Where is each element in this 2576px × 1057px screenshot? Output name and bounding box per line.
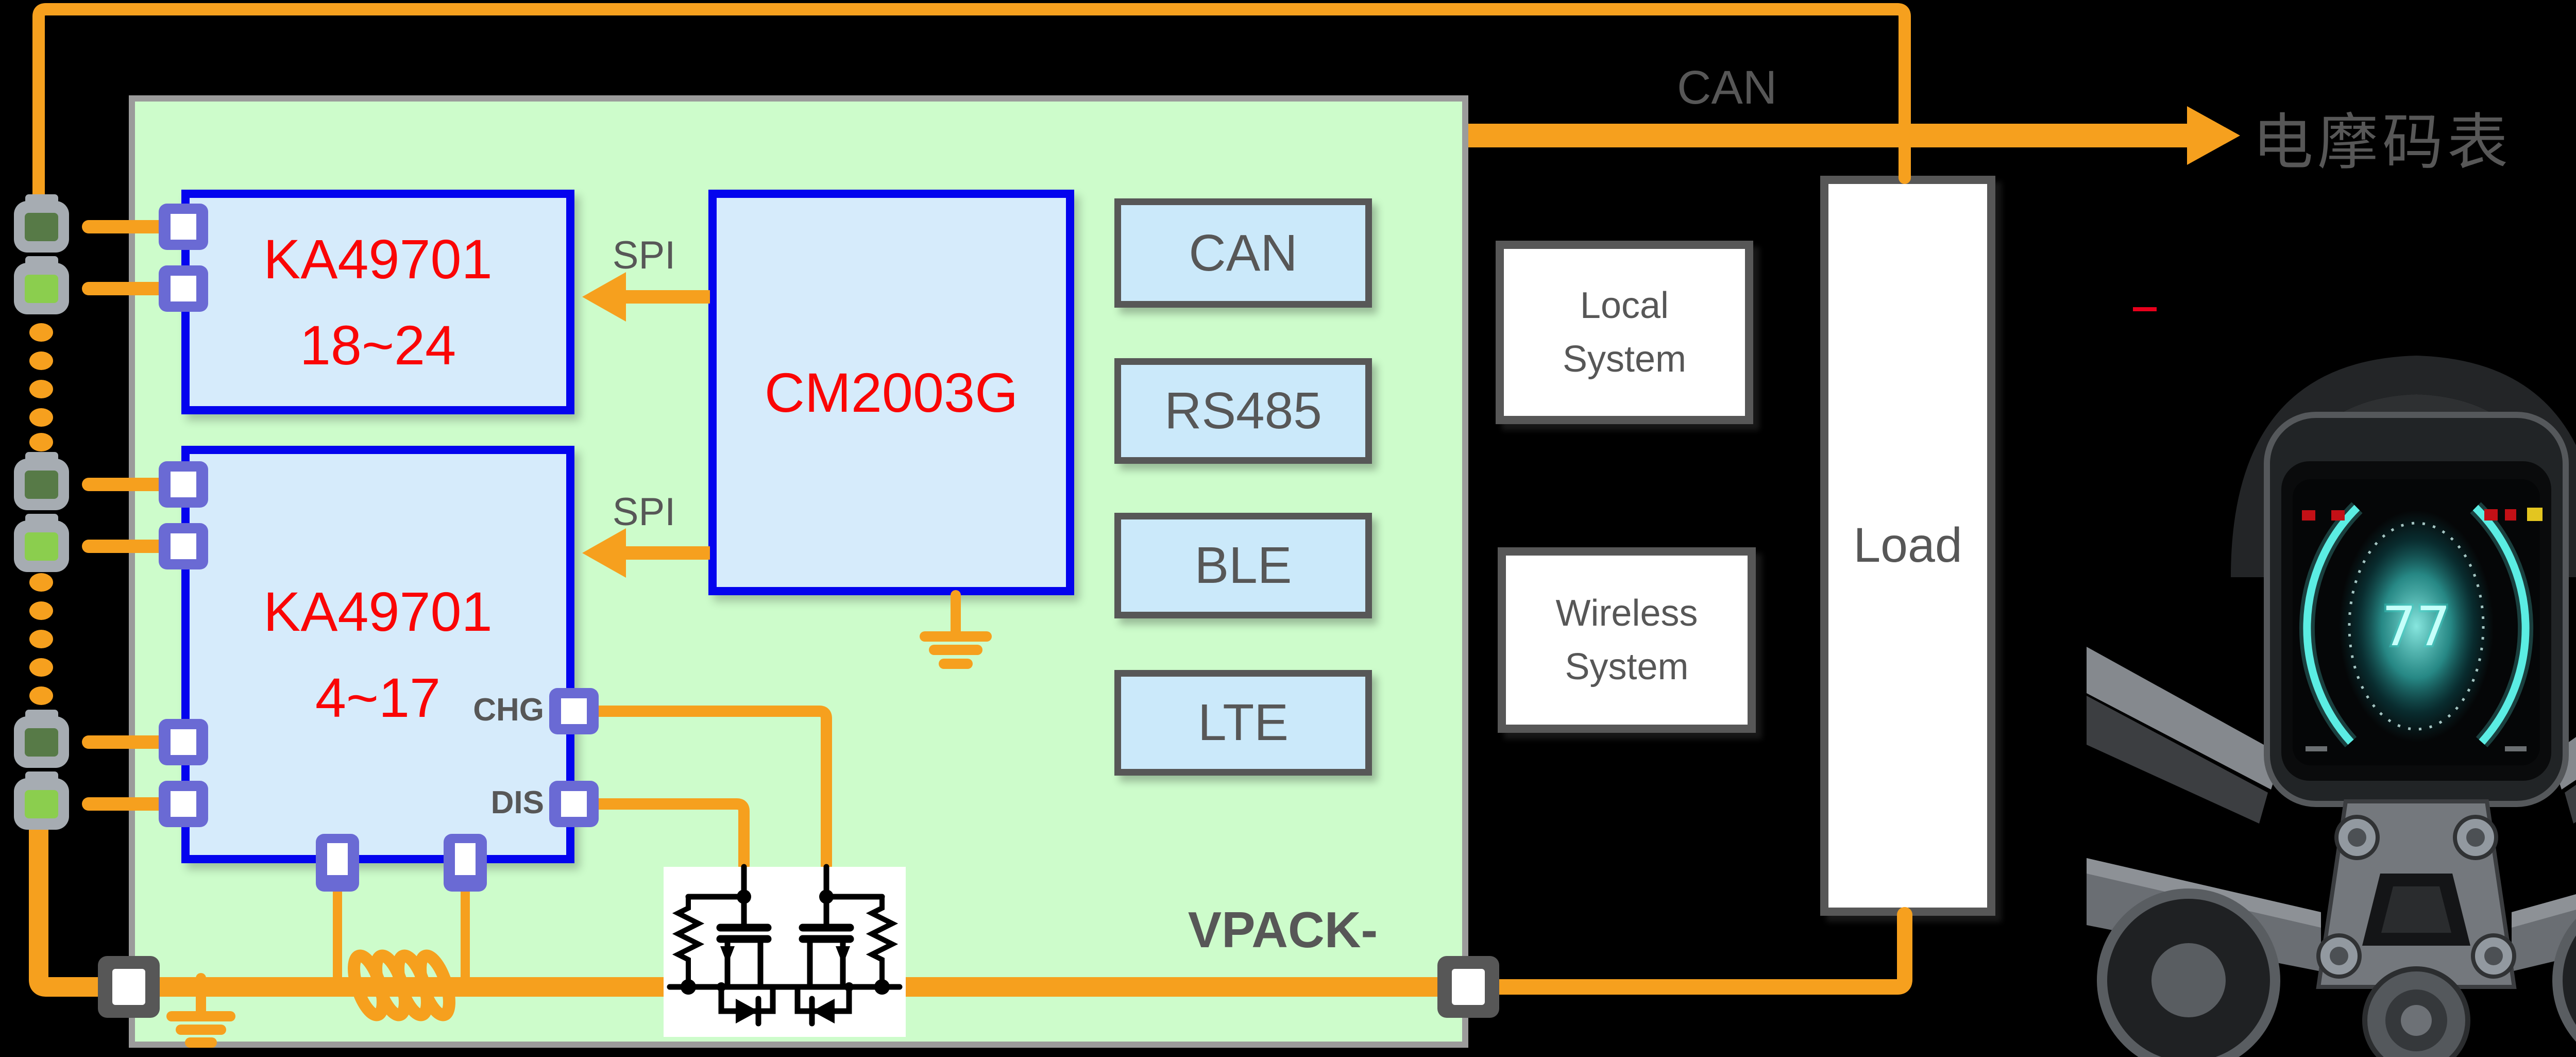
speed-value: 77 <box>2382 595 2451 658</box>
battery-cell-4 <box>14 514 69 572</box>
spi-arrowhead-top-icon <box>582 272 626 322</box>
spi-arrowhead-bottom-icon <box>582 528 626 578</box>
mcu-chip: CM2003G <box>708 190 1074 595</box>
load-label: Load <box>1853 518 1962 573</box>
load-box: Load <box>1820 176 1995 916</box>
local-system-label: Local System <box>1562 284 1687 380</box>
speed-gauge <box>2339 510 2494 742</box>
afe-chip-bottom-name: KA49701 <box>263 580 493 643</box>
pack-negative-bus <box>29 815 1478 997</box>
wireless-system-box: Wireless System <box>1498 547 1756 733</box>
vpack-node-label: VPACK- <box>1188 901 1378 958</box>
interface-box-ble: BLE <box>1114 513 1372 618</box>
cell-sense-wires <box>82 220 178 811</box>
wireless-system-label: Wireless System <box>1555 592 1698 687</box>
can-arrowhead-icon <box>2187 106 2240 165</box>
load-return-wire <box>1461 907 1912 995</box>
svg-text:77: 77 <box>2382 595 2451 658</box>
can-bus-arrow <box>1468 106 2240 165</box>
board-edge-terminals <box>98 956 1499 1018</box>
cell-stack-ellipsis-dots <box>29 323 53 705</box>
afe-chip-bottom: KA49701 4~17 <box>181 446 574 863</box>
mcu-chip-name: CM2003G <box>764 361 1019 424</box>
chip-pins <box>159 204 599 892</box>
dis-gate-wire <box>592 798 750 871</box>
battery-cell-1 <box>14 194 69 253</box>
battery-cell-2 <box>14 256 69 314</box>
battery-cell-stack <box>14 194 69 830</box>
battery-cell-3 <box>14 452 69 510</box>
mosfet-switch-block <box>664 864 906 1037</box>
motorcycle-dashboard-illustration: 77 77 <box>2087 307 2576 1057</box>
can-bus-label: CAN <box>1677 61 1777 114</box>
bus-ground-icon <box>166 973 235 1048</box>
local-system-box: Local System <box>1496 241 1753 424</box>
afe-bottom-pin-wires <box>333 884 470 983</box>
interface-label-rs485: RS485 <box>1164 382 1322 440</box>
inductor-coil-icon <box>348 949 455 1021</box>
stem-bolts <box>2316 815 2516 979</box>
spi-label-top: SPI <box>612 233 676 277</box>
interface-box-can: CAN <box>1114 198 1372 308</box>
afe-chip-top: KA49701 18~24 <box>181 190 574 414</box>
interface-label-can: CAN <box>1189 224 1298 282</box>
afe-chip-bottom-range: 4~17 <box>315 666 441 729</box>
pack-positive-wire <box>32 3 1911 212</box>
dis-pin-label: DIS <box>490 785 544 820</box>
red-tick-mark <box>2133 307 2157 311</box>
interface-box-rs485: RS485 <box>1114 358 1372 464</box>
spi-arrow-top <box>582 272 710 322</box>
interface-label-ble: BLE <box>1194 536 1292 594</box>
indicator-lights <box>2302 508 2543 521</box>
gauge-left-arc <box>2303 505 2360 745</box>
chg-gate-wire <box>592 706 832 871</box>
afe-chip-top-range: 18~24 <box>299 314 456 376</box>
mcu-ground-icon <box>920 590 992 669</box>
dashboard-title: 电摩码表 <box>2252 109 2513 177</box>
afe-chip-top-name: KA49701 <box>263 227 493 290</box>
spi-arrow-bottom <box>582 528 710 578</box>
mosfet-block-background <box>664 867 906 1037</box>
chg-pin-label: CHG <box>473 692 544 728</box>
interface-label-lte: LTE <box>1198 694 1289 751</box>
battery-cell-6 <box>14 771 69 830</box>
battery-cell-5 <box>14 710 69 768</box>
spi-label-bottom: SPI <box>612 490 676 534</box>
right-knob-icon <box>2552 918 2576 1042</box>
gauge-right-arc <box>2472 505 2530 745</box>
interface-box-lte: LTE <box>1114 670 1372 776</box>
